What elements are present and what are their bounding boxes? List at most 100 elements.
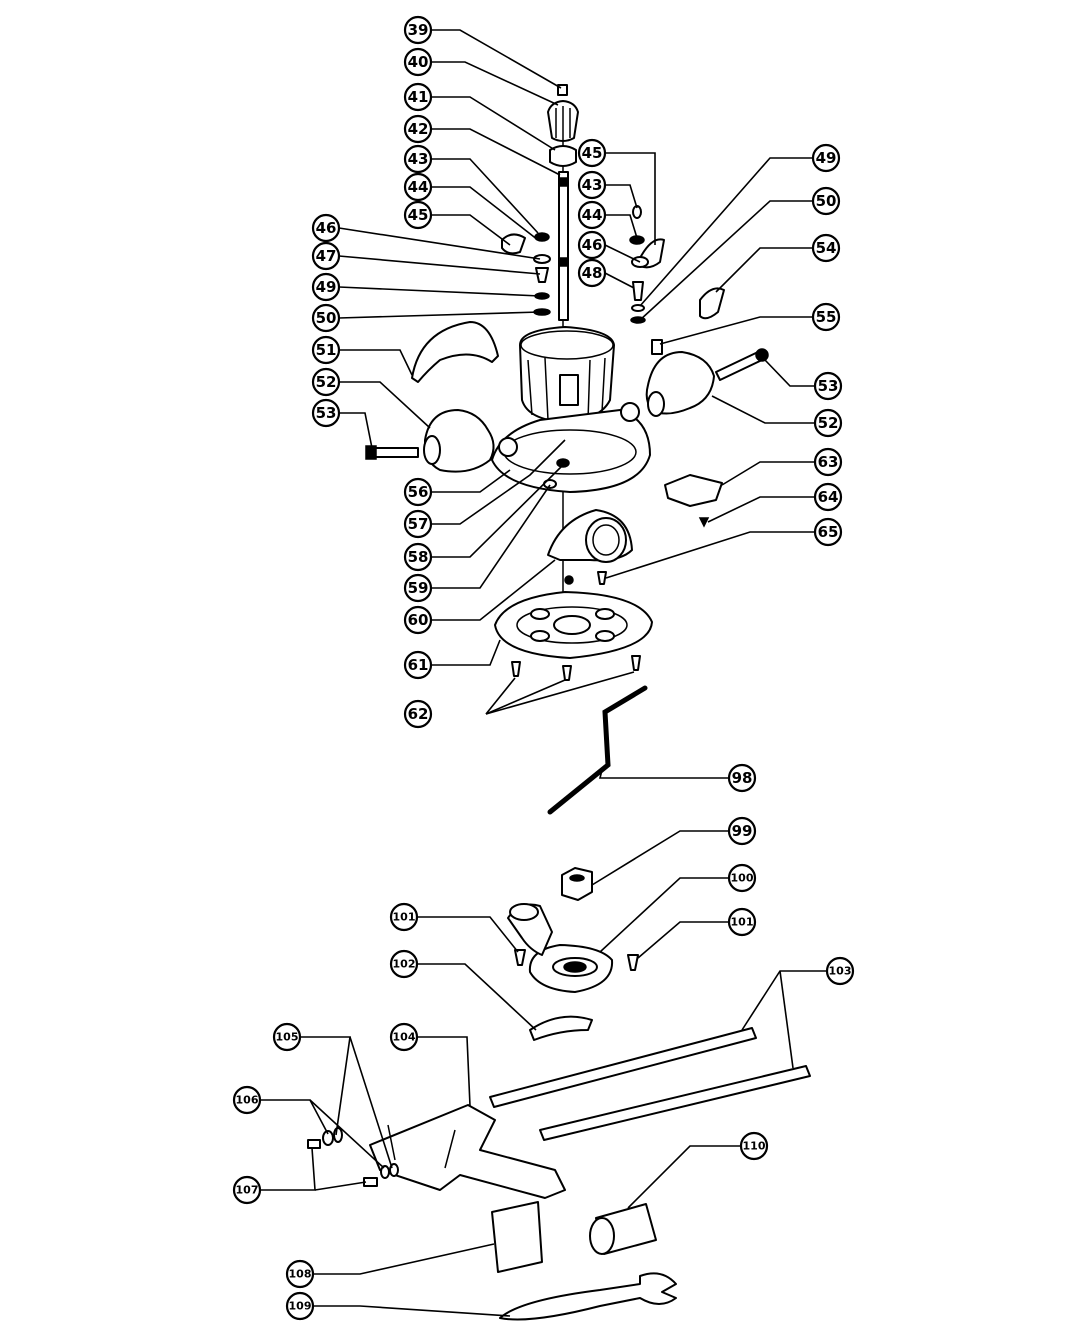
callout-43-right: 43 — [577, 170, 607, 200]
part-109-wrench — [499, 1272, 677, 1321]
part-54-switch-cover — [699, 287, 725, 320]
part-housing-base — [491, 409, 651, 493]
svg-text:52: 52 — [818, 414, 839, 432]
callout-44-right: 44 — [577, 200, 607, 230]
callout-64: 64 — [813, 482, 843, 512]
svg-text:54: 54 — [816, 239, 837, 257]
callout-49: 49 — [311, 272, 341, 302]
part-52-left-handle — [423, 409, 495, 473]
svg-text:50: 50 — [316, 309, 337, 327]
svg-text:57: 57 — [408, 515, 429, 533]
svg-text:51: 51 — [316, 341, 337, 359]
callout-52-right: 52 — [813, 408, 843, 438]
svg-text:106: 106 — [236, 1094, 259, 1107]
part-55-switch — [651, 339, 663, 355]
svg-text:110: 110 — [743, 1140, 766, 1153]
svg-text:98: 98 — [732, 769, 753, 787]
svg-text:41: 41 — [408, 88, 429, 106]
callout-102: 102 — [389, 949, 419, 979]
callout-56: 56 — [403, 477, 433, 507]
part-101-screw — [514, 949, 526, 966]
part-46-washer — [533, 254, 551, 264]
callout-51: 51 — [311, 335, 341, 365]
callout-57: 57 — [403, 509, 433, 539]
svg-text:108: 108 — [289, 1268, 312, 1281]
svg-text:44: 44 — [408, 178, 429, 196]
callout-52: 52 — [311, 367, 341, 397]
callout-47: 47 — [311, 241, 341, 271]
part-98-rod — [547, 685, 648, 815]
part-99-nut — [561, 867, 593, 901]
svg-text:49: 49 — [816, 149, 837, 167]
callout-105: 105 — [272, 1022, 302, 1052]
svg-text:43: 43 — [582, 176, 603, 194]
svg-text:107: 107 — [236, 1184, 259, 1197]
svg-text:104: 104 — [393, 1031, 416, 1044]
svg-text:102: 102 — [393, 958, 416, 971]
callout-53: 53 — [311, 398, 341, 428]
part-104-edge-guide — [369, 1104, 566, 1199]
svg-text:40: 40 — [408, 53, 429, 71]
part-108-template — [491, 1201, 543, 1273]
part-62-screw — [511, 661, 521, 677]
callout-106: 106 — [232, 1085, 262, 1115]
svg-text:62: 62 — [408, 705, 429, 723]
callout-107: 107 — [232, 1175, 262, 1205]
part-107-screw — [307, 1139, 321, 1149]
svg-text:49: 49 — [316, 278, 337, 296]
callout-42: 42 — [403, 114, 433, 144]
callout-100: 100 — [727, 863, 757, 893]
callout-39: 39 — [403, 15, 433, 45]
part-41-hub — [549, 145, 577, 167]
svg-text:105: 105 — [276, 1031, 299, 1044]
svg-text:47: 47 — [316, 247, 337, 265]
svg-text:46: 46 — [582, 236, 603, 254]
callout-60: 60 — [403, 605, 433, 635]
callout-46-right: 46 — [577, 230, 607, 260]
part-103-rod — [489, 1027, 757, 1108]
svg-text:58: 58 — [408, 548, 429, 566]
leader-lines — [260, 29, 826, 1317]
svg-text:53: 53 — [818, 377, 839, 395]
svg-text:55: 55 — [816, 308, 837, 326]
svg-text:60: 60 — [408, 611, 429, 629]
callout-108: 108 — [285, 1259, 315, 1289]
part-45-wingnut — [501, 233, 526, 255]
callout-101-left: 101 — [389, 902, 419, 932]
svg-text:46: 46 — [316, 219, 337, 237]
svg-text:42: 42 — [408, 120, 429, 138]
part-39-screw — [557, 84, 568, 96]
svg-text:45: 45 — [582, 144, 603, 162]
svg-text:101: 101 — [731, 916, 754, 929]
callout-41: 41 — [403, 82, 433, 112]
callout-labels: 39 40 41 42 43 44 45 46 47 49 50 51 52 5… — [232, 15, 855, 1321]
callout-101-right: 101 — [727, 907, 757, 937]
callout-49-right: 49 — [811, 143, 841, 173]
svg-text:65: 65 — [818, 523, 839, 541]
part-42-shaft — [558, 171, 569, 321]
callout-50-right: 50 — [811, 186, 841, 216]
svg-text:52: 52 — [316, 373, 337, 391]
svg-text:44: 44 — [582, 206, 603, 224]
part-64-nut — [698, 517, 710, 528]
part-102-shoe — [529, 1015, 593, 1041]
callout-104: 104 — [389, 1022, 419, 1052]
part-51-cover — [411, 321, 499, 383]
part-53-right-bolt — [715, 351, 763, 381]
callout-50: 50 — [311, 303, 341, 333]
svg-text:63: 63 — [818, 453, 839, 471]
svg-text:39: 39 — [408, 21, 429, 39]
callout-43: 43 — [403, 144, 433, 174]
svg-text:53: 53 — [316, 404, 337, 422]
callout-99: 99 — [727, 816, 757, 846]
svg-text:50: 50 — [816, 192, 837, 210]
part-47-clip — [535, 267, 549, 283]
callout-110: 110 — [739, 1131, 769, 1161]
callout-63: 63 — [813, 447, 843, 477]
callout-98: 98 — [727, 763, 757, 793]
callout-53-right: 53 — [813, 371, 843, 401]
part-106-washer — [322, 1130, 334, 1146]
callout-46: 46 — [311, 213, 341, 243]
svg-text:103: 103 — [829, 965, 852, 978]
